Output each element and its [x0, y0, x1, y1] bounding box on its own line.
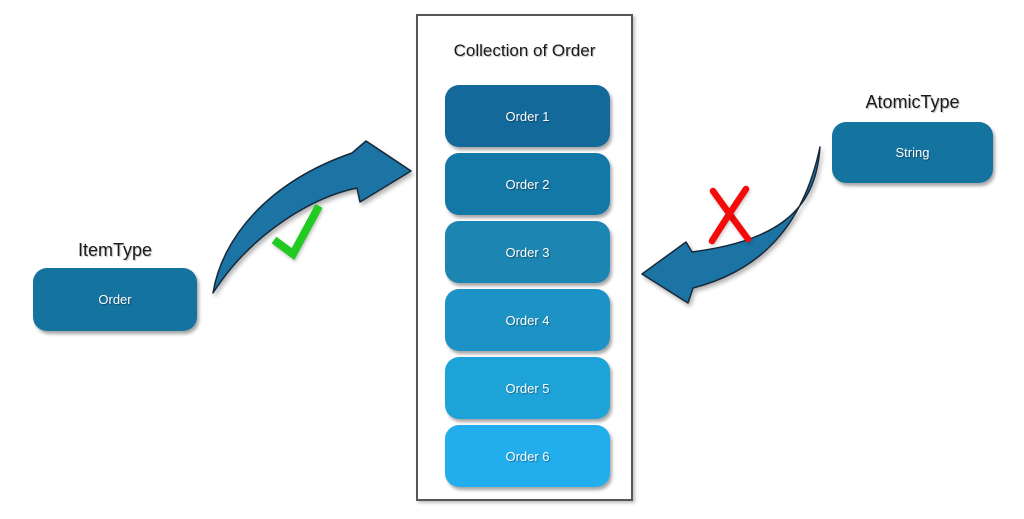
- collection-title: Collection of Order: [453, 41, 596, 60]
- itemtype-box-label: Order: [98, 292, 132, 307]
- order-item-6-label: Order 6: [505, 448, 550, 464]
- order-item-2-label: Order 2: [505, 176, 550, 192]
- curved-arrow-from-atomictype-icon: [641, 146, 821, 304]
- atomictype-label: AtomicType: [865, 92, 960, 112]
- order-item-6: Order 6: [445, 425, 610, 487]
- order-item-5-label: Order 5: [505, 380, 550, 396]
- curved-arrow-to-collection-icon: [212, 140, 412, 294]
- order-item-5: Order 5: [445, 357, 610, 419]
- itemtype-box: Order: [33, 268, 197, 331]
- order-item-1: Order 1: [445, 85, 610, 147]
- atomictype-box-label: String: [895, 145, 930, 160]
- order-item-1-label: Order 1: [505, 108, 550, 124]
- order-item-3: Order 3: [445, 221, 610, 283]
- itemtype-label: ItemType: [77, 240, 153, 260]
- x-icon: [708, 185, 752, 245]
- order-item-2: Order 2: [445, 153, 610, 215]
- atomictype-box: String: [832, 122, 993, 183]
- x-stroke-2: [708, 185, 750, 245]
- checkmark-icon: [271, 204, 323, 260]
- collection-frame: Collection of Order Order 1 Order 2 Orde…: [416, 14, 633, 501]
- x-stroke-1: [709, 187, 752, 243]
- order-item-4-label: Order 4: [505, 312, 550, 328]
- order-item-4: Order 4: [445, 289, 610, 351]
- collection-items: Order 1 Order 2 Order 3 Order 4 Order 5 …: [445, 85, 610, 487]
- order-item-3-label: Order 3: [505, 244, 550, 260]
